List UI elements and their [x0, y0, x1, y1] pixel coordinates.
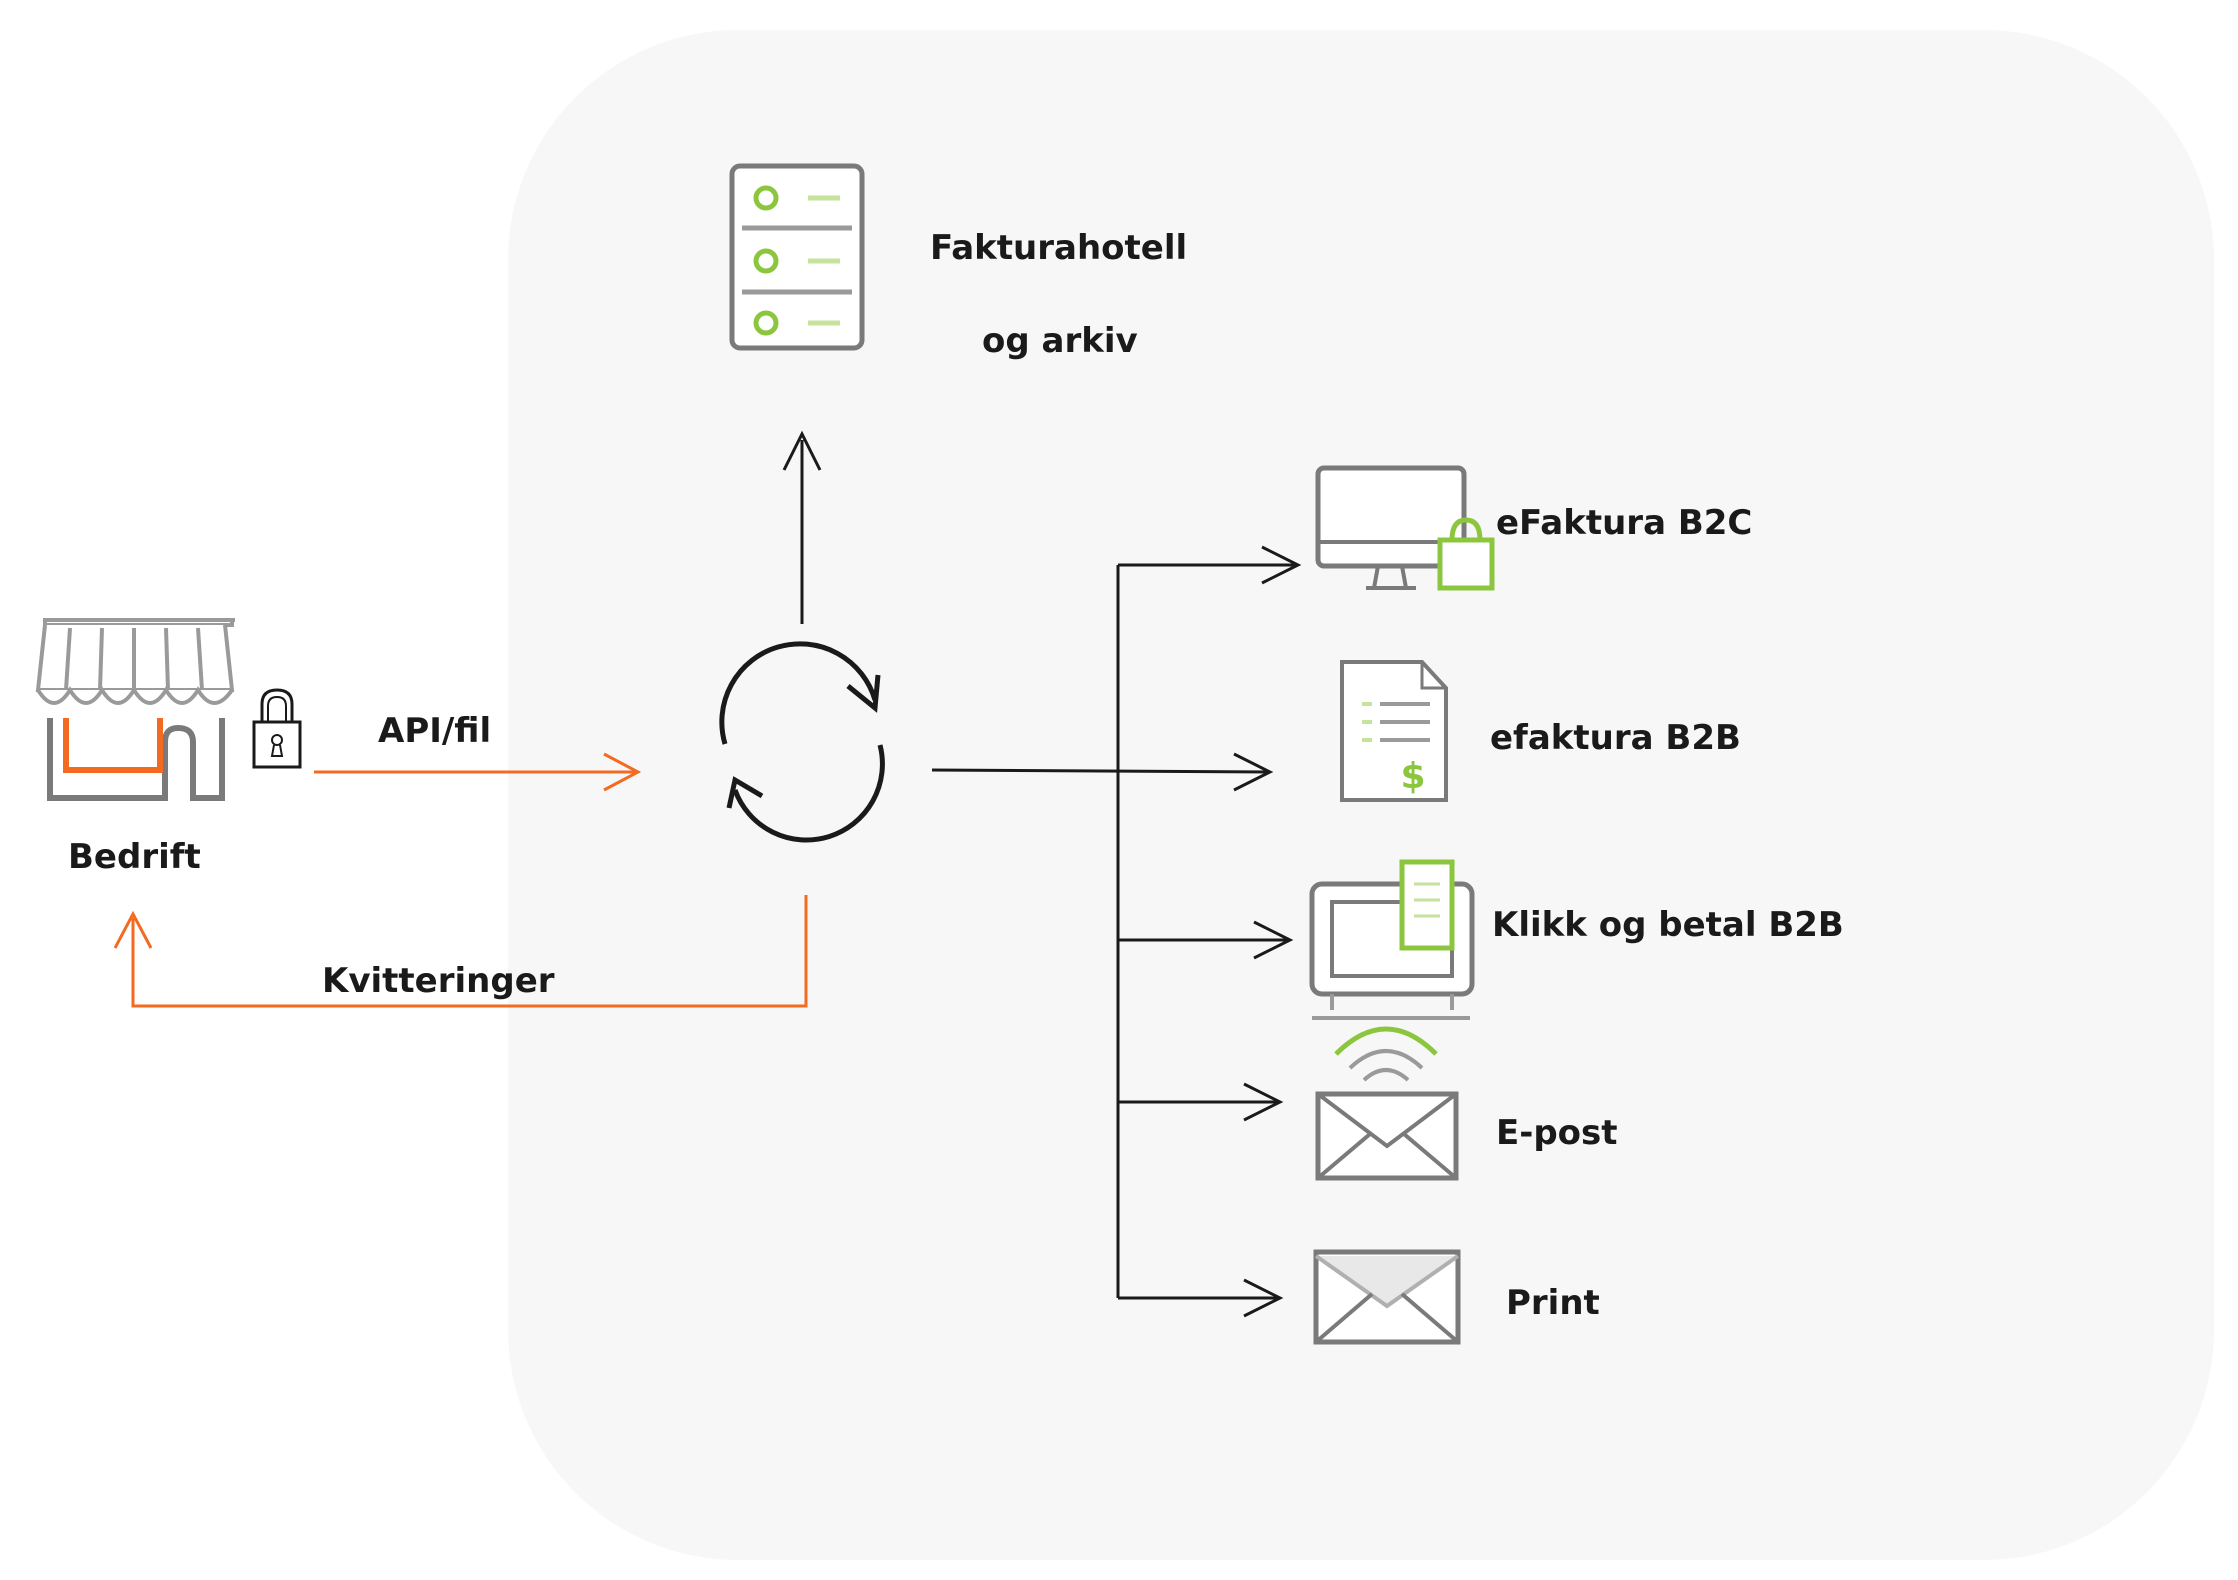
receipts-arrow [113, 895, 808, 1008]
padlock-icon [252, 688, 302, 769]
print-label: Print [1506, 1283, 1600, 1323]
epost-label: E-post [1496, 1113, 1618, 1153]
receipts-label: Kvitteringer [322, 961, 555, 1001]
monitor-lock-icon [1315, 465, 1495, 591]
terminal-receipt-icon [1309, 859, 1475, 1082]
efaktura-b2b-label: efaktura B2B [1490, 718, 1741, 758]
letter-icon [1313, 1249, 1461, 1345]
distribution-lines [931, 545, 1302, 1318]
hotel-label-line1: Fakturahotell [930, 228, 1188, 268]
api-label: API/fil [378, 711, 492, 751]
sync-arrows-icon [719, 641, 885, 843]
svg-text:$: $ [1400, 756, 1425, 797]
storefront-icon [35, 618, 235, 801]
company-label: Bedrift [68, 837, 201, 877]
invoice-document-icon: $ [1340, 660, 1448, 802]
klikk-betal-label: Klikk og betal B2B [1492, 905, 1844, 945]
envelope-icon [1315, 1091, 1459, 1181]
hotel-label-line2: og arkiv [982, 321, 1138, 361]
efaktura-b2c-label: eFaktura B2C [1496, 503, 1753, 543]
server-icon [729, 163, 865, 351]
api-arrow [314, 752, 642, 792]
hotel-arrow [782, 430, 822, 624]
